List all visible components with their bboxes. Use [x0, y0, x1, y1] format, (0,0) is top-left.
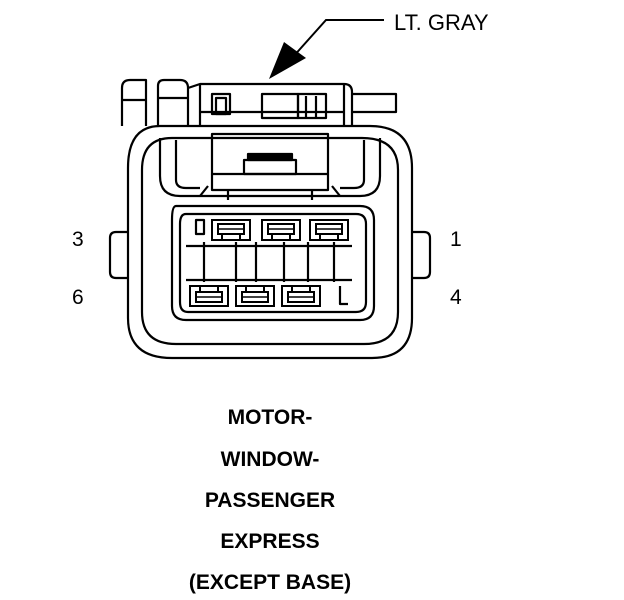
- terminal-row-top: [211, 219, 349, 241]
- terminal-row-bottom: [189, 285, 321, 307]
- terminal-5: [235, 285, 275, 307]
- pin-label-1: 1: [450, 228, 462, 251]
- pin-label-4: 4: [450, 286, 462, 309]
- terminal-6: [189, 285, 229, 307]
- caption-line-2: WINDOW-: [221, 448, 320, 471]
- connector-housing: [108, 78, 432, 360]
- callout-arrowhead: [269, 42, 306, 79]
- callout-label: LT. GRAY: [394, 10, 489, 35]
- caption-line-3: PASSENGER: [205, 489, 335, 512]
- callout-pointer: [291, 19, 384, 59]
- terminal-1: [309, 219, 349, 241]
- terminal-4: [281, 285, 321, 307]
- pin-label-6: 6: [72, 286, 84, 309]
- caption-line-4: EXPRESS: [220, 530, 319, 553]
- connector-caption: MOTOR- WINDOW- PASSENGER EXPRESS (EXCEPT…: [189, 406, 351, 594]
- terminal-3: [211, 219, 251, 241]
- terminal-2: [261, 219, 301, 241]
- pin-label-3: 3: [72, 228, 84, 251]
- caption-line-1: MOTOR-: [228, 406, 313, 429]
- caption-line-5: (EXCEPT BASE): [189, 571, 351, 594]
